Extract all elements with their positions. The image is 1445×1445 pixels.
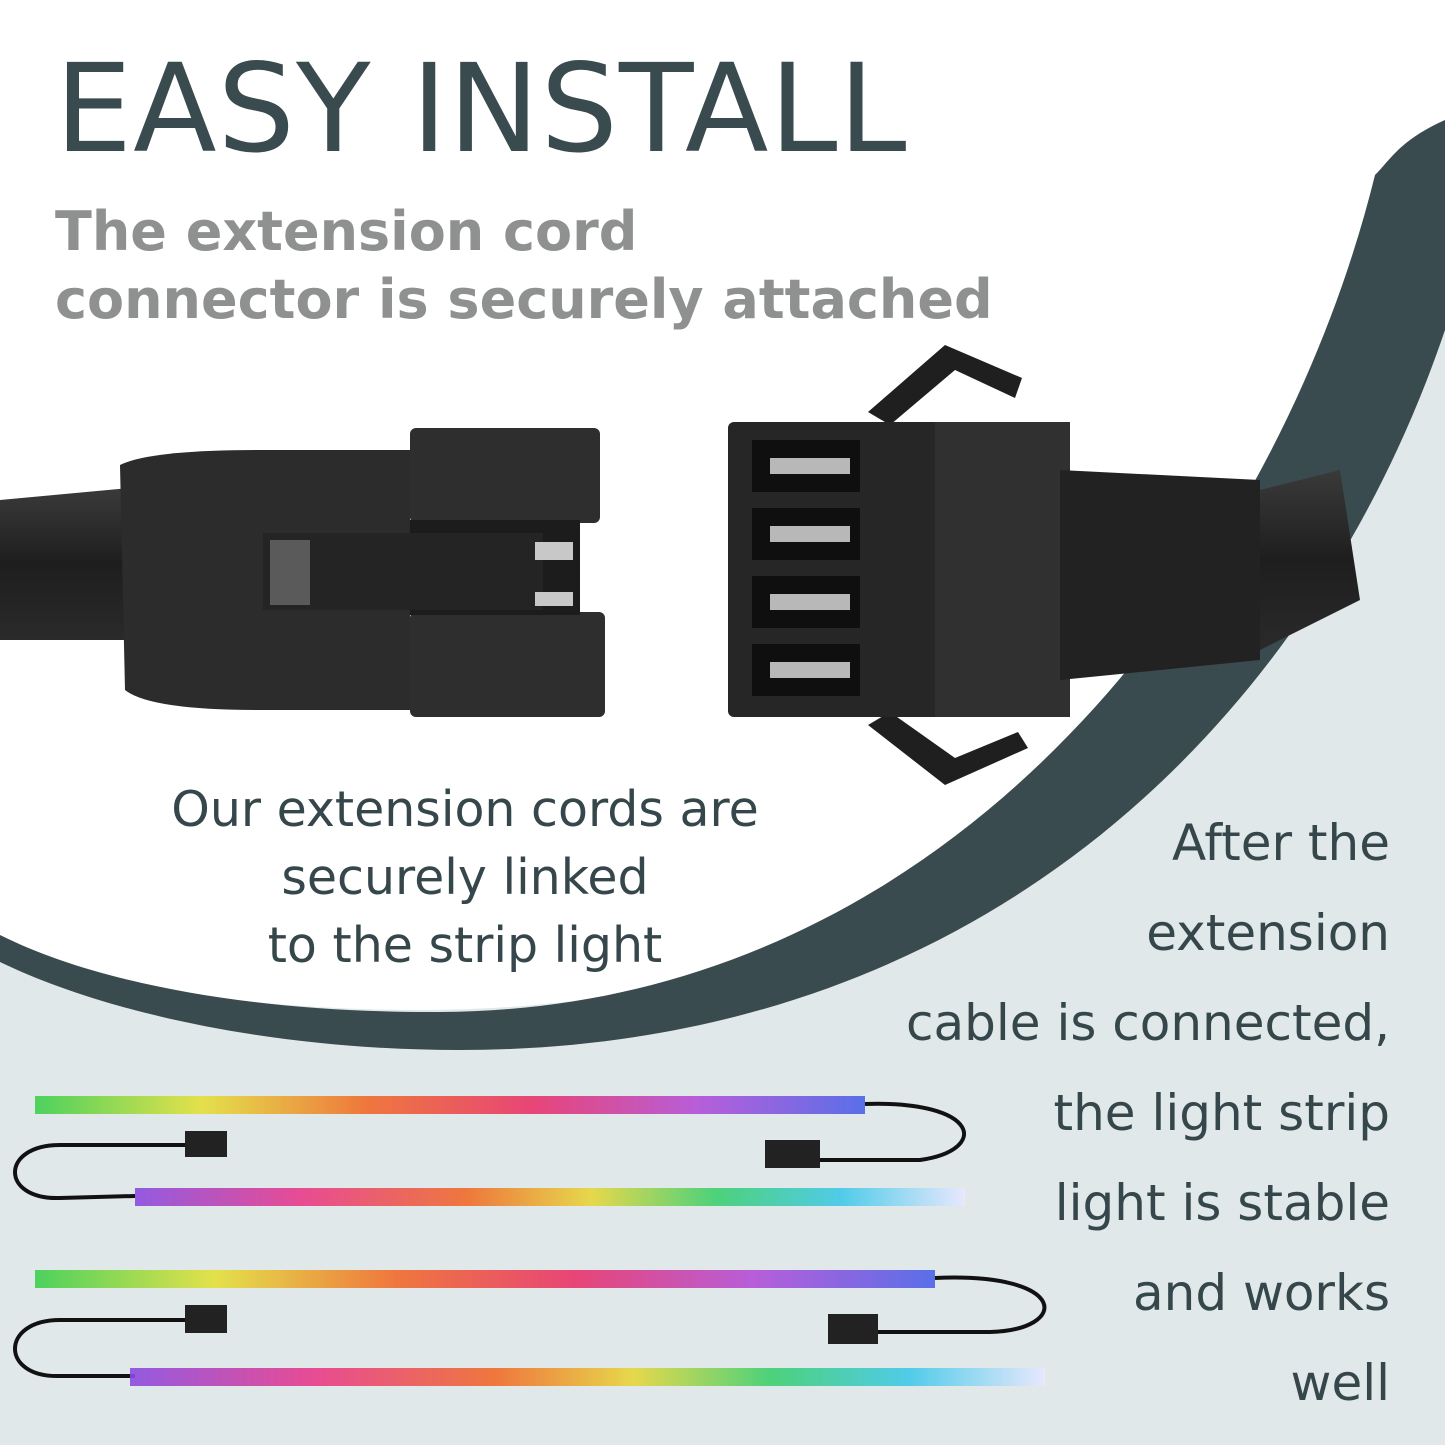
- female-connector-icon: [0, 428, 605, 717]
- caption-line: Our extension cords are: [171, 781, 759, 838]
- caption-line: After the: [1171, 814, 1390, 872]
- page-title: EASY INSTALL: [55, 38, 908, 180]
- caption-line: securely linked: [281, 849, 649, 906]
- caption-line: and works: [1132, 1264, 1390, 1322]
- subtitle-line: connector is securely attached: [55, 268, 993, 331]
- male-connector-icon: [728, 345, 1360, 785]
- led-strip-icon: [13, 1270, 1047, 1386]
- caption-left: Our extension cords are securely linked …: [120, 776, 810, 980]
- caption-line: extension: [1146, 904, 1390, 962]
- caption-line: cable is connected,: [906, 994, 1390, 1052]
- caption-line: to the strip light: [267, 917, 663, 974]
- caption-line: well: [1290, 1354, 1390, 1412]
- light-panel: [0, 300, 1445, 1445]
- caption-line: the light strip: [1053, 1084, 1391, 1142]
- subtitle: The extension cord connector is securely…: [55, 198, 993, 334]
- caption-line: light is stable: [1054, 1174, 1390, 1232]
- caption-right: After the extension cable is connected, …: [906, 798, 1390, 1428]
- subtitle-line: The extension cord: [55, 200, 638, 263]
- dark-curve-band: [0, 120, 1445, 1050]
- led-strip-icon: [13, 1096, 966, 1206]
